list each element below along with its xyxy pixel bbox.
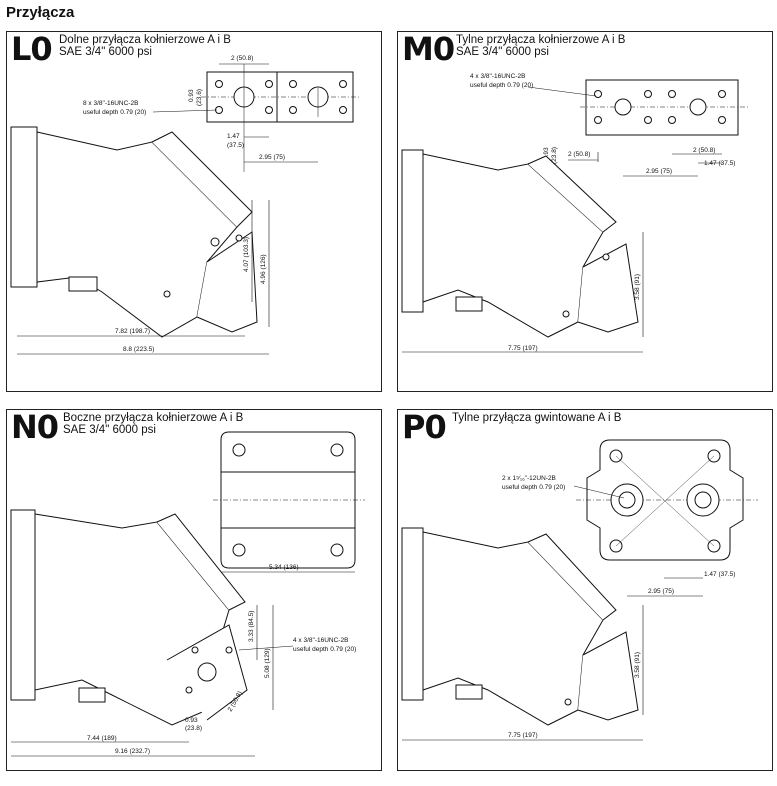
dim-text: 3.33 (84.5)	[248, 611, 255, 642]
thread-note: useful depth 0.79 (20)	[502, 484, 565, 491]
thread-note: 4 x 3/8"-16UNC-2B	[470, 73, 525, 80]
panel-code: M0	[402, 31, 455, 68]
dim-text: 7.82 (198.7)	[115, 328, 150, 335]
dim-text: 1.47 (37.5)	[704, 571, 735, 578]
panel-p0: P0 Tylne przyłącza gwintowane A i B 2 x …	[397, 409, 773, 771]
dim-text: 5.08 (129)	[264, 648, 271, 678]
panel-l0: L0 Dolne przyłącza kołnierzowe A i B SAE…	[6, 31, 382, 392]
thread-note: 4 x 3/8"-16UNC-2B	[293, 637, 348, 644]
thread-note: useful depth 0.79 (20)	[470, 82, 533, 89]
p0-drawing: 2 x 1⁵⁄₁₆"-12UN-2B useful depth 0.79 (20…	[401, 439, 758, 741]
thread-note: useful depth 0.79 (20)	[83, 109, 146, 116]
dim-text: 2 (50.8)	[568, 151, 590, 158]
panel-description: Dolne przyłącza kołnierzowe A i B	[59, 34, 231, 46]
dim-text: 2.95 (75)	[646, 168, 672, 175]
panel-m0: M0 Tylne przyłącza kołnierzowe A i B SAE…	[397, 31, 773, 392]
port-block	[586, 439, 744, 561]
dim-text: (23.8)	[551, 147, 558, 164]
thread-note: 8 x 3/8"-16UNC-2B	[83, 100, 138, 107]
panel-pressure: SAE 3/4" 6000 psi	[63, 424, 156, 436]
dim-text: 4.96 (126)	[260, 254, 267, 284]
dim-text: 5.34 (136)	[269, 564, 299, 571]
dim-text: 3.58 (91)	[634, 652, 641, 678]
thread-note: useful depth 0.79 (20)	[293, 646, 356, 653]
panel-code: L0	[11, 31, 53, 68]
thread-note: 2 x 1⁵⁄₁₆"-12UN-2B	[502, 475, 556, 482]
dim-text: 9.16 (232.7)	[115, 748, 150, 755]
panel-pressure: SAE 3/4" 6000 psi	[59, 46, 152, 58]
l0-drawing: 2 (50.8) 0.93 (23.6) 1.47 (37.5) 2.95 (7…	[10, 55, 359, 355]
panel-description: Tylne przyłącza kołnierzowe A i B	[456, 34, 626, 46]
panel-code: P0	[402, 409, 447, 446]
dim-text: 2.95 (75)	[648, 588, 674, 595]
dim-text: (23.6)	[196, 89, 203, 106]
panel-description: Tylne przyłącza gwintowane A i B	[452, 412, 622, 424]
n0-drawing: 5.34 (136) 4 x 3/8"-16UNC-2B useful dept…	[10, 431, 365, 757]
dim-text: 3.58 (91)	[634, 274, 641, 300]
dim-text: 8.8 (223.5)	[123, 346, 154, 353]
dim-text: 7.44 (189)	[87, 735, 117, 742]
dim-text: (23.8)	[185, 725, 202, 732]
dim-text: 4.07 (103.3)	[243, 237, 250, 272]
dim-text: 2 (50.8)	[231, 55, 253, 62]
m0-drawing: 4 x 3/8"-16UNC-2B useful depth 0.79 (20)…	[401, 73, 748, 353]
dim-text: 2.95 (75)	[259, 154, 285, 161]
panel-description: Boczne przyłącza kołnierzowe A i B	[63, 412, 244, 424]
panel-n0: N0 Boczne przyłącza kołnierzowe A i B SA…	[6, 409, 382, 771]
flange-plate	[585, 79, 739, 136]
dim-text: 2 (50.8)	[693, 147, 715, 154]
dim-text: 7.75 (197)	[508, 345, 538, 352]
dim-text: 0.93	[188, 89, 195, 102]
panel-pressure: SAE 3/4" 6000 psi	[456, 46, 549, 58]
dim-text: 0.93	[543, 147, 550, 160]
dim-text: 0.93	[185, 717, 198, 724]
dim-text: 1.47 (37.5)	[704, 160, 735, 167]
panel-code: N0	[11, 409, 59, 446]
dim-text: 7.75 (197)	[508, 732, 538, 739]
dim-text: 1.47	[227, 133, 240, 140]
page-title: Przyłącza	[6, 4, 75, 21]
dim-text: (37.5)	[227, 142, 244, 149]
